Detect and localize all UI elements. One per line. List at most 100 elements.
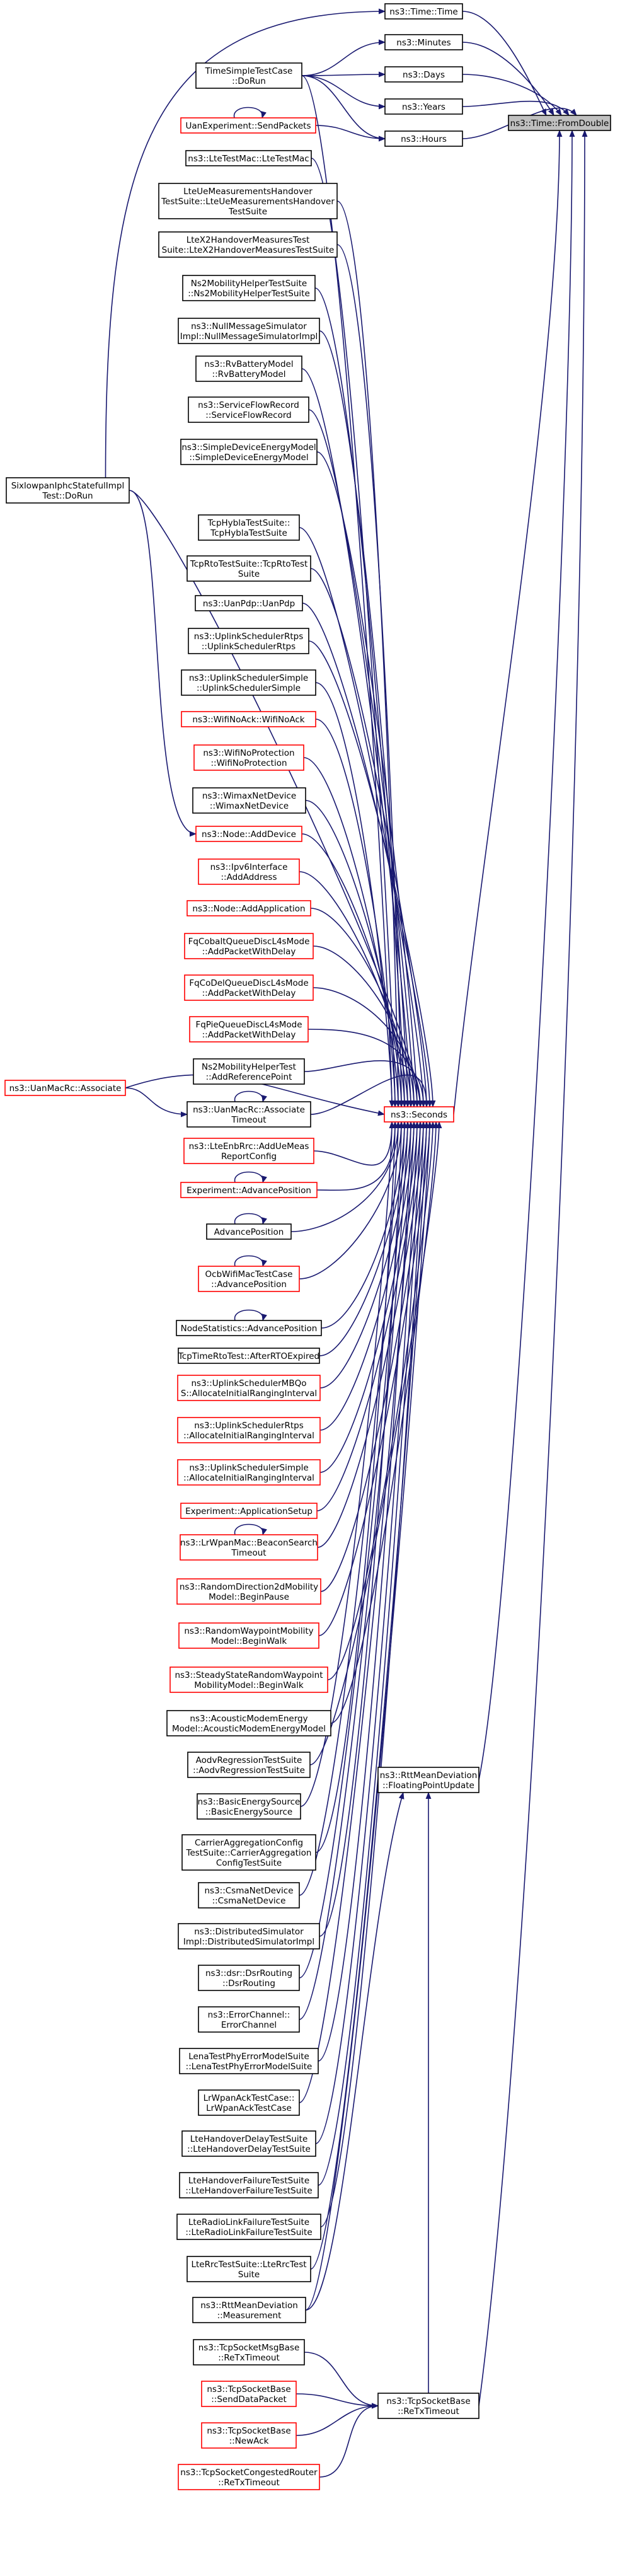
node-serviceflow[interactable]: ns3::ServiceFlowRecord::ServiceFlowRecor… (188, 396, 309, 423)
edge-fqcodel-to-seconds (313, 987, 420, 1108)
node-randway[interactable]: ns3::RandomWaypointMobilityModel::BeginW… (178, 1622, 319, 1649)
edge-basicenergy-to-seconds (300, 1121, 395, 1807)
edge-ltehodelay-to-seconds (315, 1121, 420, 2144)
node-uanmacassoc[interactable]: ns3::UanMacRc::Associate (4, 1080, 126, 1096)
node-errorchan[interactable]: ns3::ErrorChannel::ErrorChannel (198, 2006, 300, 2033)
edge-ulmbqos-to-seconds (319, 1121, 414, 1389)
node-lteuemeas[interactable]: LteUeMeasurementsHandoverTestSuite::LteU… (158, 183, 338, 219)
edge-lteradiolink-to-seconds (320, 1121, 427, 2227)
node-label: Test::DoRun (42, 491, 93, 501)
node-ltehofail[interactable]: LteHandoverFailureTestSuite::LteHandover… (179, 2172, 319, 2198)
node-ulrtpsrang[interactable]: ns3::UplinkSchedulerRtps::AllocateInitia… (177, 1417, 321, 1443)
node-uansend[interactable]: UanExperiment::SendPackets (180, 117, 316, 134)
node-label: ::AllocateInitialRangingInterval (183, 1431, 314, 1441)
node-years[interactable]: ns3::Years (384, 98, 463, 115)
node-minutes[interactable]: ns3::Minutes (384, 34, 463, 50)
node-tcpretx[interactable]: ns3::TcpSocketBase::ReTxTimeout (377, 2393, 479, 2419)
node-label: ::WimaxNetDevice (210, 801, 289, 811)
node-ltex2[interactable]: LteX2HandoverMeasuresTestSuite::LteX2Han… (158, 231, 338, 258)
node-label: ns3::Days (403, 70, 445, 80)
node-fqpie[interactable]: FqPieQueueDiscL4sMode::AddPacketWithDela… (189, 1016, 309, 1043)
node-label: Timeout (231, 1115, 266, 1125)
node-randdir[interactable]: ns3::RandomDirection2dMobilityModel::Beg… (176, 1578, 321, 1605)
node-rttmeas[interactable]: ns3::RttMeanDeviation::Measurement (192, 2297, 306, 2323)
edge-expadvpos-self (234, 1171, 267, 1184)
node-basicenergy[interactable]: ns3::BasicEnergySource::BasicEnergySourc… (197, 1793, 301, 1820)
node-ltehodelay[interactable]: LteHandoverDelayTestSuite::LteHandoverDe… (181, 2130, 316, 2157)
edge-uanmactimeout-self (234, 1090, 267, 1103)
node-distsim[interactable]: ns3::DistributedSimulatorImpl::Distribut… (178, 1923, 320, 1949)
node-fqcobalt[interactable]: FqCobaltQueueDiscL4sMode::AddPacketWithD… (184, 933, 314, 959)
edge-fqcobalt-to-seconds (313, 945, 417, 1108)
node-nodeaddapp[interactable]: ns3::Node::AddApplication (187, 900, 311, 916)
node-carrieragg[interactable]: CarrierAggregationConfigTestSuite::Carri… (181, 1834, 316, 1871)
node-fromdouble[interactable]: ns3::Time::FromDouble (508, 115, 611, 131)
node-ocbwifi[interactable]: OcbWifiMacTestCase::AdvancePosition (198, 1266, 300, 1292)
node-label: ns3::CsmaNetDevice (204, 1886, 293, 1896)
node-hours[interactable]: ns3::Hours (384, 130, 463, 147)
node-tcprto[interactable]: TcpRtoTestSuite::TcpRtoTestSuite (187, 555, 311, 582)
node-label: ns3::TcpSocketBase (386, 2396, 470, 2406)
node-steadystate[interactable]: ns3::SteadyStateRandomWaypointMobilityMo… (169, 1666, 328, 1693)
node-simpledevenergy[interactable]: ns3::SimpleDeviceEnergyModel::SimpleDevi… (180, 439, 318, 465)
node-aodv[interactable]: AodvRegressionTestSuite::AodvRegressionT… (187, 1752, 311, 1778)
node-ulsimplerang[interactable]: ns3::UplinkSchedulerSimple::AllocateInit… (177, 1459, 321, 1486)
node-tcphybla[interactable]: TcpHyblaTestSuite::TcpHyblaTestSuite (198, 514, 300, 541)
node-acoustic[interactable]: ns3::AcousticModemEnergyModel::AcousticM… (166, 1710, 331, 1736)
node-fqcodel[interactable]: FqCoDelQueueDiscL4sMode::AddPacketWithDe… (184, 974, 314, 1001)
node-tcpsenddata[interactable]: ns3::TcpSocketBase::SendDataPacket (201, 2381, 297, 2407)
node-seconds[interactable]: ns3::Seconds (384, 1106, 454, 1123)
node-uanpdp[interactable]: ns3::UanPdp::UanPdp (195, 595, 303, 611)
node-lenaphy[interactable]: LenaTestPhyErrorModelSuite::LenaTestPhyE… (179, 2048, 319, 2074)
node-label: ns3::Seconds (391, 1110, 447, 1120)
node-ulschedsimple[interactable]: ns3::UplinkSchedulerSimple::UplinkSchedu… (181, 669, 316, 696)
edge-wifinoprot-to-seconds (303, 757, 401, 1108)
node-wimaxnetdev[interactable]: ns3::WimaxNetDevice::WimaxNetDevice (192, 787, 306, 814)
node-ulschedrtps[interactable]: ns3::UplinkSchedulerRtps::UplinkSchedule… (188, 628, 309, 654)
node-csma[interactable]: ns3::CsmaNetDevice::CsmaNetDevice (198, 1882, 300, 1909)
edge-rttmeas-to-seconds (305, 1121, 433, 2311)
node-label: ns3::Node::AddApplication (192, 904, 305, 914)
node-ulmbqos[interactable]: ns3::UplinkSchedulerMBQoS::AllocateIniti… (177, 1375, 321, 1401)
edge-uanmactimeout-to-seconds (310, 1074, 430, 1115)
node-wifinoack[interactable]: ns3::WifiNoAck::WifiNoAck (181, 711, 316, 727)
node-ns2refpoint[interactable]: Ns2MobilityHelperTest::AddReferencePoint (193, 1058, 305, 1085)
node-nodestats[interactable]: NodeStatistics::AdvancePosition (176, 1320, 322, 1336)
edge-distsim-to-seconds (319, 1121, 405, 1937)
node-label: TestSuite::CarrierAggregation (186, 1848, 312, 1858)
node-dsr[interactable]: ns3::dsr::DsrRouting::DsrRouting (198, 1965, 300, 1991)
node-tcpmsgretx[interactable]: ns3::TcpSocketMsgBase::ReTxTimeout (193, 2339, 305, 2365)
node-label: ns3::dsr::DsrRouting (205, 1968, 292, 1978)
edge-ulschedrtps-to-seconds (308, 640, 436, 1108)
edge-randway-to-seconds (318, 1121, 433, 1636)
node-ipv6addaddr[interactable]: ns3::Ipv6Interface::AddAddress (198, 858, 300, 885)
node-expadvpos[interactable]: Experiment::AdvancePosition (180, 1182, 318, 1198)
node-tcptimerto[interactable]: TcpTimeRtoTest::AfterRTOExpired (178, 1348, 320, 1364)
node-rttfloat[interactable]: ns3::RttMeanDeviation::FloatingPointUpda… (377, 1767, 479, 1793)
node-expappsetup[interactable]: Experiment::ApplicationSetup (180, 1503, 318, 1519)
node-tcpcongretx[interactable]: ns3::TcpSocketCongestedRouter::ReTxTimeo… (178, 2464, 320, 2490)
node-lterrc[interactable]: LteRrcTestSuite::LteRrcTestSuite (187, 2256, 311, 2282)
node-label: ns3::ErrorChannel:: (208, 2010, 290, 2020)
node-wifinoprot[interactable]: ns3::WifiNoProtection::WifiNoProtection (193, 744, 304, 771)
node-lrwpanack[interactable]: LrWpanAckTestCase::LrWpanAckTestCase (198, 2089, 300, 2116)
node-nodeadddev[interactable]: ns3::Node::AddDevice (195, 826, 302, 842)
node-rvbattery[interactable]: ns3::RvBatteryModel::RvBatteryModel (195, 355, 302, 382)
node-time[interactable]: ns3::Time::Time (384, 3, 463, 20)
node-ltemac[interactable]: ns3::LteTestMac::LteTestMac (185, 150, 312, 166)
node-label: ::LteHandoverFailureTestSuite (185, 2186, 312, 2196)
node-advpos[interactable]: AdvancePosition (206, 1223, 292, 1240)
node-nullmsg[interactable]: ns3::NullMessageSimulatorImpl::NullMessa… (178, 318, 320, 344)
node-timesimple[interactable]: TimeSimpleTestCase::DoRun (195, 62, 302, 89)
node-label: ::AddPacketWithDelay (202, 988, 296, 998)
node-ns2mob[interactable]: Ns2MobilityHelperTestSuite::Ns2MobilityH… (182, 275, 316, 301)
node-label: ns3::AcousticModemEnergy (190, 1714, 307, 1724)
node-tcpnewack[interactable]: ns3::TcpSocketBase::NewAck (201, 2422, 297, 2449)
node-lteradiolink[interactable]: LteRadioLinkFailureTestSuite::LteRadioLi… (176, 2214, 321, 2240)
node-days[interactable]: ns3::Days (384, 66, 463, 83)
